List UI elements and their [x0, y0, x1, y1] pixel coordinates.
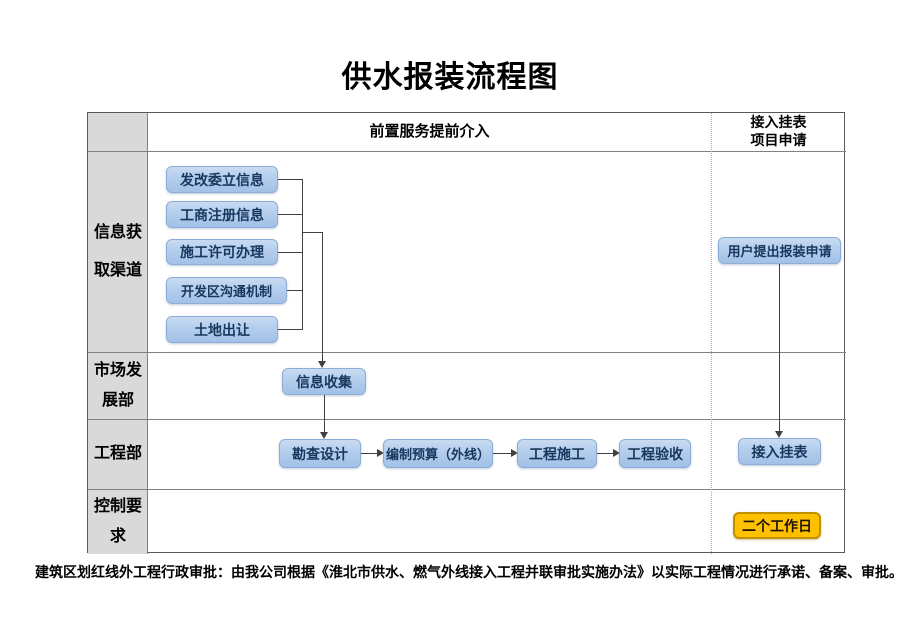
arrowhead-right-icon: [511, 449, 518, 457]
node-budget-outline: 编制预算（外线）: [383, 439, 493, 468]
connector-line: [324, 395, 325, 434]
row-label-line: 信息获: [93, 223, 142, 241]
connector-line: [493, 453, 512, 454]
node-survey-design: 勘查设计: [279, 439, 361, 468]
row-label-engineering-dept: 工程部: [88, 419, 148, 489]
row-label-line: 市场发: [93, 361, 142, 379]
node-land-transfer: 土地出让: [166, 316, 278, 343]
row-label-column: [88, 113, 148, 554]
row-divider: [88, 489, 846, 490]
node-control-two-workdays: 二个工作日: [733, 512, 821, 539]
arrowhead-down-icon: [775, 431, 783, 438]
row-divider: [88, 352, 846, 353]
connector-line: [302, 179, 303, 330]
node-user-application: 用户提出报装申请: [718, 237, 841, 264]
row-label-line: 展部: [101, 391, 134, 409]
flowchart-table: 前置服务提前介入 接入挂表 项目申请 信息获 取渠道 市场发 展部 工程部 控制…: [87, 112, 846, 554]
column-divider-dotted: [711, 113, 712, 554]
arrowhead-right-icon: [377, 449, 384, 457]
header-pre-service: 前置服务提前介入: [369, 124, 490, 140]
node-devzone-communication: 开发区沟通机制: [166, 277, 287, 304]
connector-line: [287, 290, 303, 291]
node-acceptance: 工程验收: [619, 439, 691, 468]
row-label-line: 控制要: [93, 497, 142, 515]
connector-line: [779, 264, 780, 433]
footer-note: 建筑区划红线外工程行政审批：由我公司根据《淮北市供水、燃气外线接入工程并联审批实…: [35, 566, 900, 581]
node-construction-permit: 施工许可办理: [166, 239, 278, 265]
node-construction: 工程施工: [517, 439, 597, 468]
row-label-line: 求: [109, 527, 126, 545]
connector-line: [278, 179, 303, 180]
connector-line: [278, 329, 303, 330]
arrowhead-down-icon: [318, 361, 326, 368]
connector-line: [322, 232, 323, 363]
page-title: 供水报装流程图: [341, 61, 559, 94]
arrowhead-right-icon: [613, 449, 620, 457]
row-label-control-req: 控制要 求: [88, 489, 148, 554]
node-ndrc-project-info: 发改委立信息: [166, 166, 278, 193]
node-meter-install: 接入挂表: [738, 438, 821, 465]
node-business-registration-info: 工商注册信息: [166, 201, 278, 228]
row-label-market-dept: 市场发 展部: [88, 352, 148, 419]
header-meter-apply-line2: 项目申请: [750, 133, 807, 149]
row-label-line: 工程部: [93, 445, 142, 462]
connector-line: [361, 453, 378, 454]
header-meter-apply: 接入挂表 项目申请: [711, 114, 846, 151]
node-info-collection: 信息收集: [282, 368, 366, 395]
arrowhead-down-icon: [320, 432, 328, 439]
connector-line: [302, 232, 323, 233]
row-label-info-channel: 信息获 取渠道: [88, 151, 148, 352]
row-label-line: 取渠道: [93, 261, 142, 279]
row-divider: [88, 151, 846, 152]
header-meter-apply-line1: 接入挂表: [750, 115, 807, 131]
connector-line: [278, 252, 303, 253]
connector-line: [278, 214, 303, 215]
connector-line: [597, 453, 614, 454]
row-divider: [88, 419, 846, 420]
